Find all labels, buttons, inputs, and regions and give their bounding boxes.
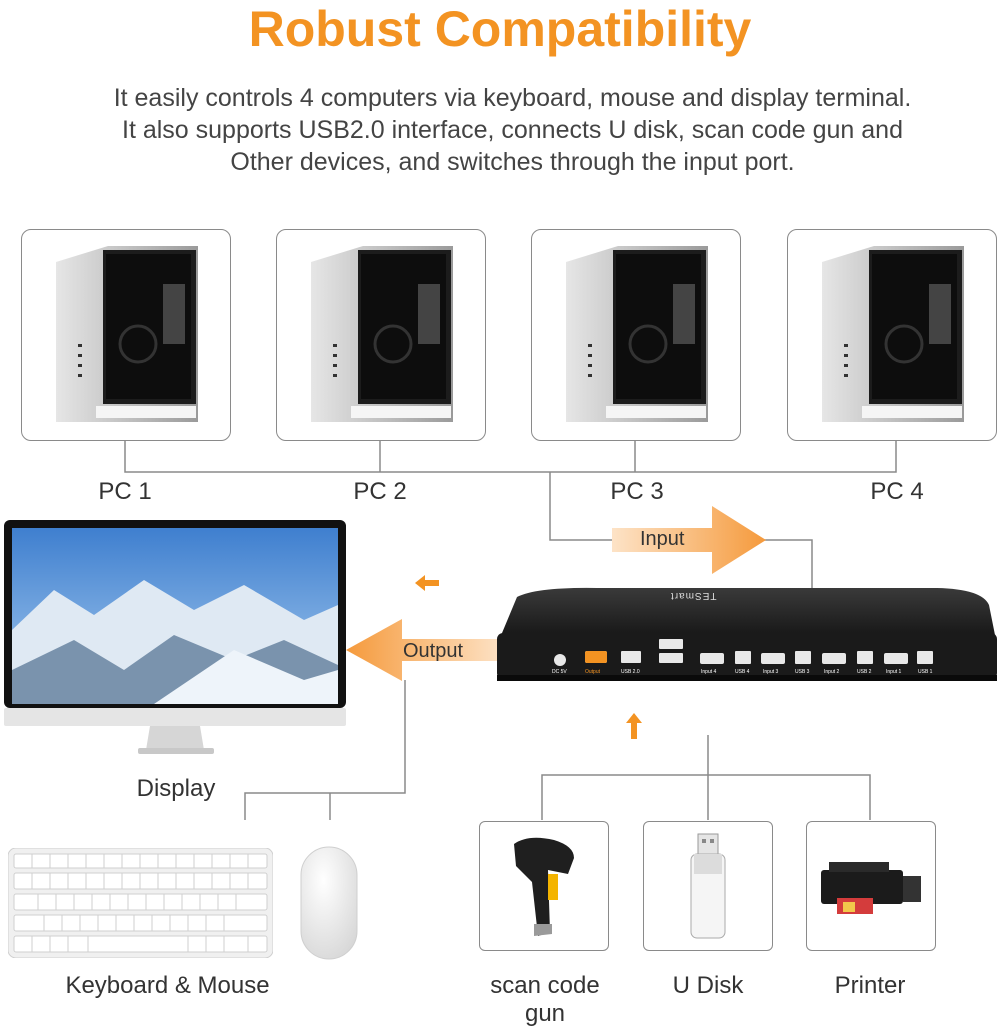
small-up-arrow-icon bbox=[626, 713, 642, 739]
udisk-card bbox=[643, 821, 773, 951]
udisk-label: U Disk bbox=[672, 972, 744, 999]
computer-case-icon bbox=[56, 246, 198, 422]
scanner-label-line-1: scan code bbox=[490, 972, 600, 999]
display-label: Display bbox=[136, 775, 216, 802]
scanner-card bbox=[479, 821, 609, 951]
description-line-3: Other devices, and switches through the … bbox=[230, 148, 795, 176]
display-monitor bbox=[4, 520, 346, 754]
port-usb4: USB 4 bbox=[735, 669, 750, 675]
port-input4: Input 4 bbox=[701, 669, 717, 675]
page-title: Robust Compatibility bbox=[248, 1, 752, 57]
kvm-switch bbox=[497, 587, 997, 681]
mouse-icon bbox=[300, 846, 358, 960]
computer-case-icon bbox=[822, 246, 964, 422]
pc-4-card bbox=[787, 229, 997, 441]
pc-3-label: PC 3 bbox=[610, 478, 664, 505]
pc-2-card bbox=[276, 229, 486, 441]
port-usb3: USB 3 bbox=[795, 669, 810, 675]
port-output: Output bbox=[585, 669, 601, 675]
output-label: Output bbox=[403, 640, 464, 662]
printer-icon bbox=[821, 862, 921, 914]
barcode-scanner-icon bbox=[514, 837, 574, 936]
description-line-1: It easily controls 4 computers via keybo… bbox=[113, 84, 912, 112]
pc-1-card bbox=[21, 229, 231, 441]
description: It easily controls 4 computers via keybo… bbox=[0, 82, 1000, 178]
small-left-arrow-icon bbox=[415, 575, 439, 591]
usb-drive-icon bbox=[690, 833, 726, 939]
scanner-label: scan code gun bbox=[465, 972, 625, 1028]
pc-1-label: PC 1 bbox=[98, 478, 152, 505]
description-line-2: It also supports USB2.0 interface, conne… bbox=[122, 116, 903, 144]
switch-brand: TESmart bbox=[670, 590, 717, 601]
printer-label: Printer bbox=[834, 972, 906, 999]
printer-card bbox=[806, 821, 936, 951]
switch-port-labels: DC 5V Output USB 2.0 Input 4 USB 4 Input… bbox=[497, 669, 997, 679]
port-usb20: USB 2.0 bbox=[621, 669, 640, 675]
pc-4-label: PC 4 bbox=[870, 478, 924, 505]
port-usb1: USB 1 bbox=[918, 669, 933, 675]
port-input3: Input 3 bbox=[763, 669, 779, 675]
pc-3-card bbox=[531, 229, 741, 441]
port-usb2: USB 2 bbox=[857, 669, 872, 675]
computer-case-icon bbox=[566, 246, 708, 422]
scanner-label-line-2: gun bbox=[524, 1000, 566, 1027]
keyboard-mouse-label: Keyboard & Mouse bbox=[65, 972, 270, 999]
pc-2-label: PC 2 bbox=[353, 478, 407, 505]
port-input1: Input 1 bbox=[886, 669, 902, 675]
output-arrow bbox=[346, 619, 504, 681]
input-label: Input bbox=[640, 528, 685, 550]
port-dc5v: DC 5V bbox=[552, 669, 567, 675]
input-arrow bbox=[612, 506, 766, 574]
computer-case-icon bbox=[311, 246, 453, 422]
keyboard-icon bbox=[8, 848, 273, 958]
port-input2: Input 2 bbox=[824, 669, 840, 675]
